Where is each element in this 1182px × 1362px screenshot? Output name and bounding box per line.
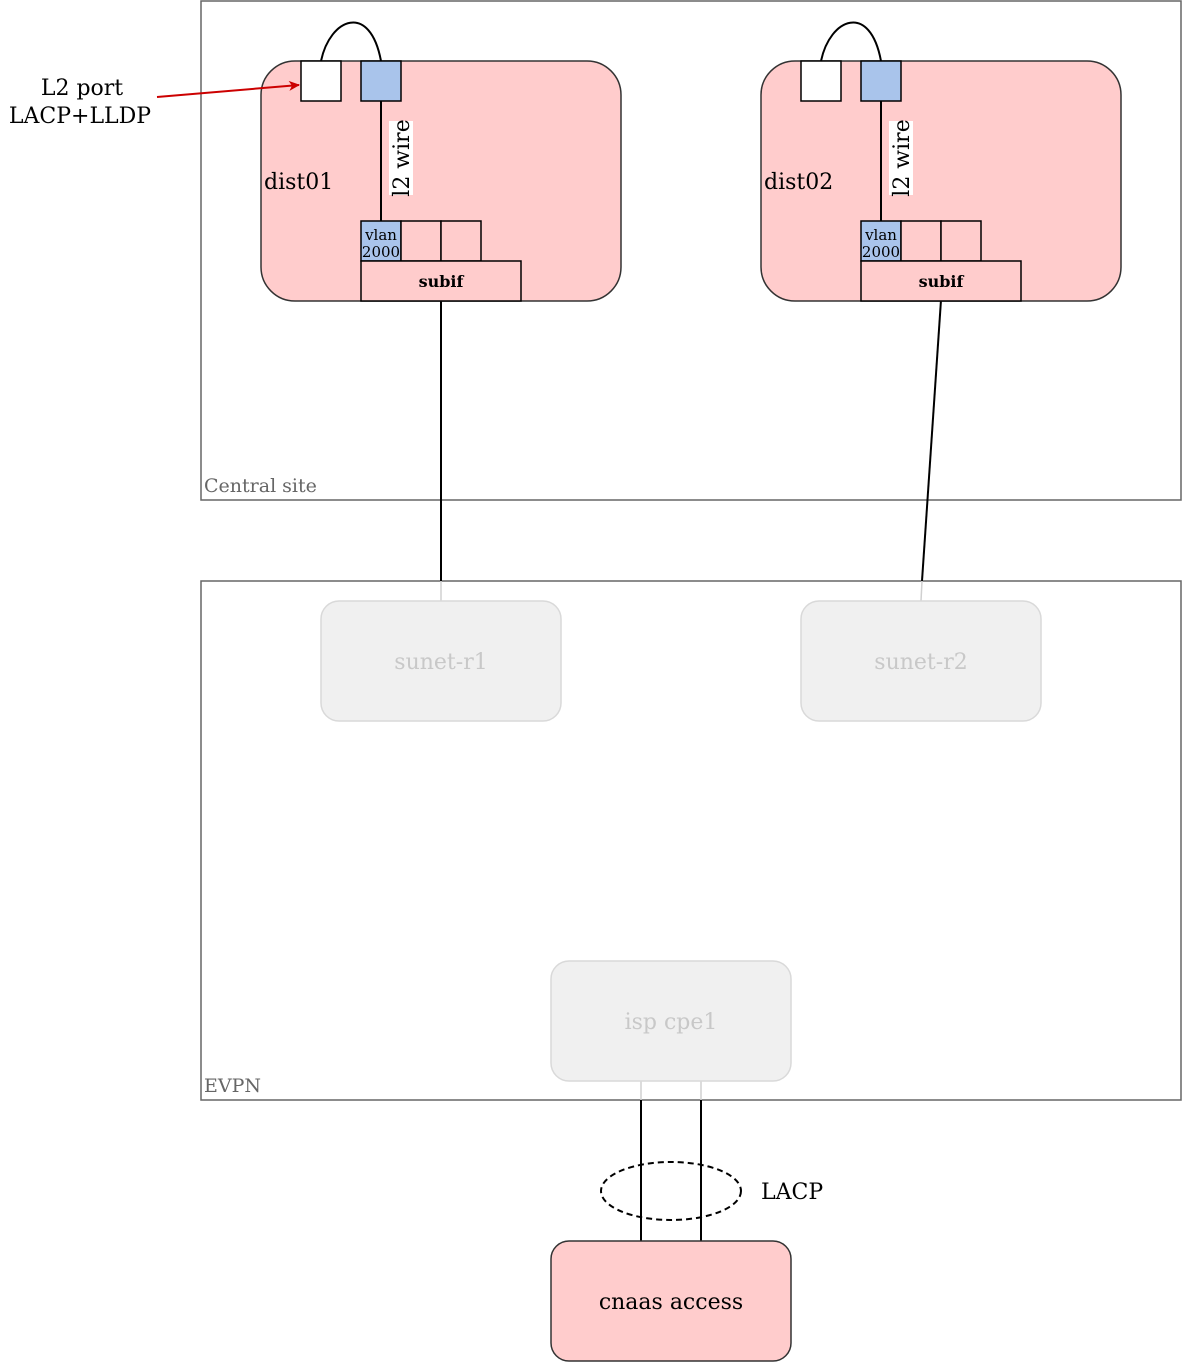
- vlan-slot[interactable]: [940, 220, 982, 262]
- device-sunet-r1[interactable]: sunet-r1: [320, 600, 562, 722]
- isp-cpe1-label: isp cpe1: [625, 1010, 718, 1035]
- subif-interface[interactable]: [860, 260, 1022, 302]
- vlan-label-line1: vlan: [864, 226, 897, 244]
- dist02-label: dist02: [764, 170, 833, 195]
- vlan-slot[interactable]: [440, 220, 482, 262]
- l2-port-label-line1: L2 port: [41, 76, 123, 101]
- vlan-label-line1: vlan: [364, 226, 397, 244]
- l2-port-label-line2: LACP+LLDP: [9, 104, 151, 129]
- l2-wire-port[interactable]: [860, 60, 902, 102]
- sunet-r1-label: sunet-r1: [394, 650, 487, 675]
- l2-wire-label: l2 wire: [390, 119, 415, 196]
- link-dist02-sunet-r2: [921, 299, 942, 582]
- lacp-label: LACP: [761, 1180, 823, 1205]
- lacp-ellipse: [600, 1161, 742, 1221]
- l2-port[interactable]: [300, 60, 342, 102]
- cnaas-access-label: cnaas access: [599, 1290, 743, 1315]
- loop-cable: [820, 21, 882, 62]
- sunet-r2-label: sunet-r2: [874, 650, 967, 675]
- vlan-slot[interactable]: [900, 220, 942, 262]
- device-cnaas-access[interactable]: cnaas access: [550, 1240, 792, 1362]
- dist01-label: dist01: [264, 170, 333, 195]
- central-site-label: Central site: [204, 475, 317, 497]
- l2-port[interactable]: [800, 60, 842, 102]
- l2-wire-port[interactable]: [360, 60, 402, 102]
- device-sunet-r2[interactable]: sunet-r2: [800, 600, 1042, 722]
- central-site-container: Central site: [200, 0, 1182, 501]
- vlan-label-line2: 2000: [362, 243, 400, 261]
- evpn-container: EVPN: [200, 580, 1182, 1101]
- vlan-slot[interactable]: [400, 220, 442, 262]
- vlan-label-line2: 2000: [862, 243, 900, 261]
- subif-label: subif: [919, 272, 965, 291]
- subif-interface[interactable]: [360, 260, 522, 302]
- lacp-bundle: LACP: [600, 1161, 823, 1221]
- evpn-label: EVPN: [204, 1075, 261, 1097]
- device-dist01[interactable]: dist01 l2 wire vlan 2000 subif: [260, 21, 622, 302]
- subif-label: subif: [419, 272, 465, 291]
- annotation-arrow: [156, 80, 300, 98]
- device-isp-cpe1[interactable]: isp cpe1: [550, 960, 792, 1082]
- l2-port-annotation: L2 port LACP+LLDP: [9, 76, 300, 129]
- l2-wire-label: l2 wire: [890, 119, 915, 196]
- device-dist02[interactable]: dist02 l2 wire vlan 2000 subif: [760, 21, 1122, 302]
- loop-cable: [320, 21, 382, 62]
